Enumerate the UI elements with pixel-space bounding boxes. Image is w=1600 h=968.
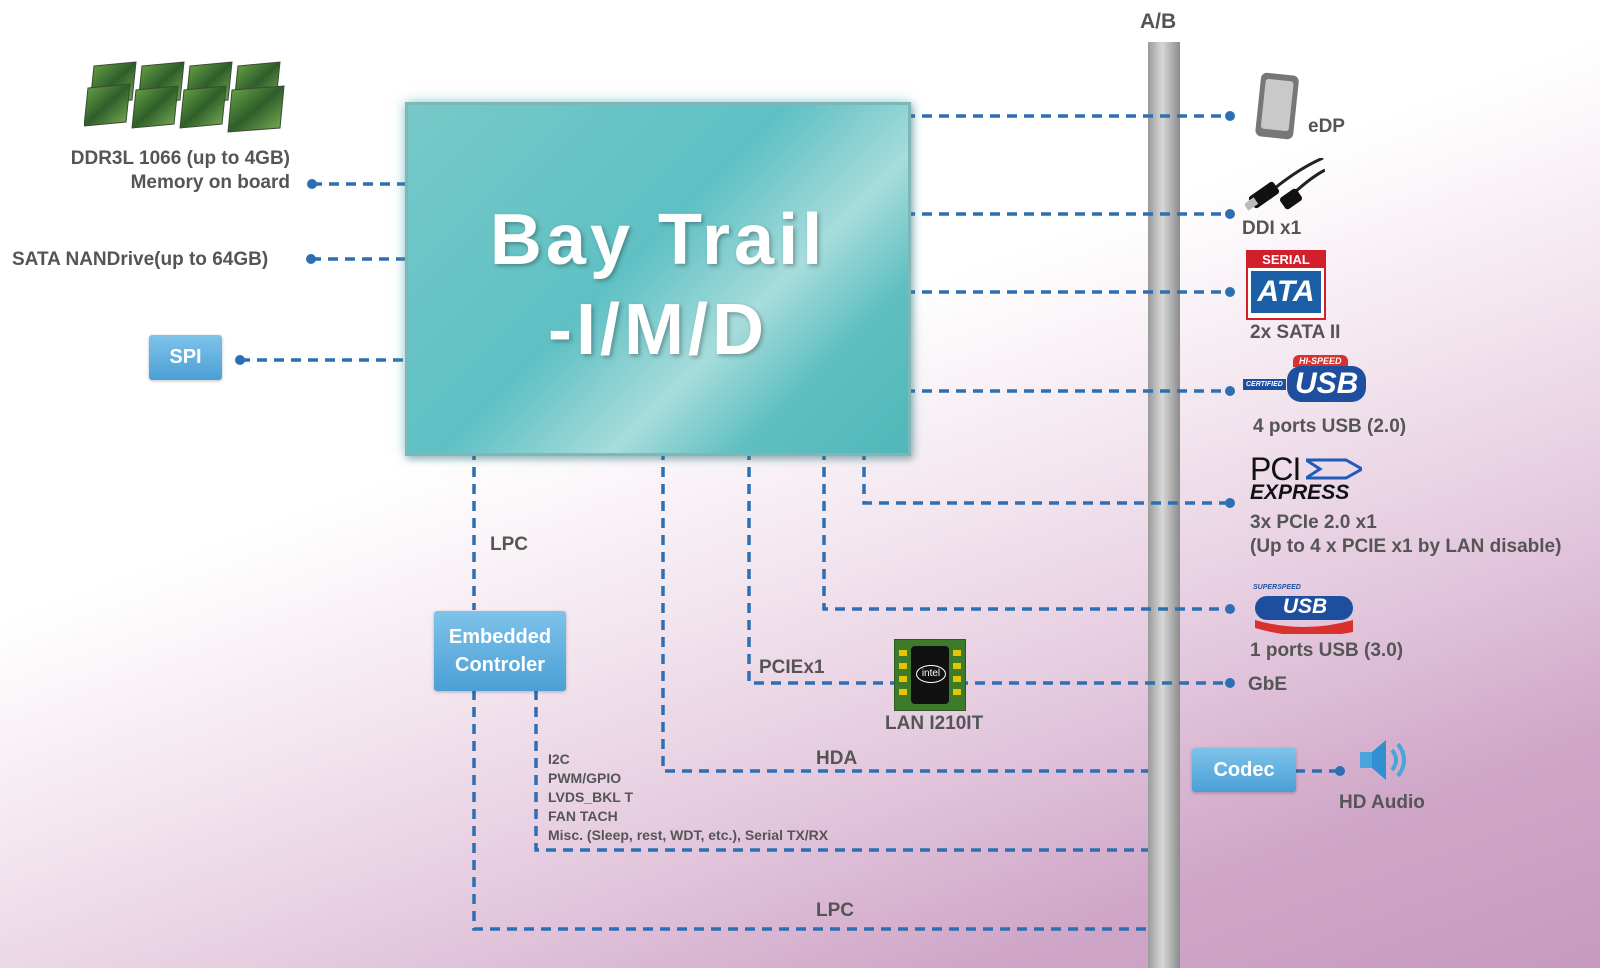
hd-audio-label: HD Audio: [1339, 792, 1425, 813]
intel-chip-logo: intel: [916, 665, 946, 683]
dot-usb2: [1225, 386, 1235, 396]
line-ec-signals: [534, 690, 1148, 852]
ec-signal-list: I2C PWM/GPIO LVDS_BKL T FAN TACH Misc. (…: [548, 750, 828, 845]
ab-bus-bar: [1148, 42, 1180, 968]
ec-signal-item: Misc. (Sleep, rest, WDT, etc.), Serial T…: [548, 827, 829, 843]
line-pcie: [862, 450, 1230, 505]
ddi-label: DDI x1: [1242, 218, 1302, 239]
pcie-arrow-icon: [1306, 458, 1362, 480]
usb3-logo-main: USB: [1282, 595, 1328, 618]
embedded-controller-box: Embedded Controler: [434, 611, 566, 691]
line-usb3: [822, 450, 1230, 611]
dot-hd-audio: [1335, 766, 1345, 776]
usb2-logo-small: CERTIFIED: [1243, 379, 1286, 390]
gbe-label: GbE: [1248, 674, 1288, 695]
usb-cable-icon: [1245, 158, 1325, 211]
lan-label: LAN I210IT: [885, 713, 984, 734]
dot-memory: [307, 179, 317, 189]
dot-sata: [1225, 287, 1235, 297]
pci-express-logo-icon: PCI EXPRESS: [1250, 451, 1380, 504]
dot-ddi: [1225, 209, 1235, 219]
ec-signal-item: PWM/GPIO: [548, 770, 622, 786]
embedded-controller-label: Embedded Controler: [448, 626, 552, 676]
lpc-top-label: LPC: [490, 534, 528, 555]
pcie-label-line1: 3x PCIe 2.0 x1: [1250, 512, 1377, 533]
line-hda: [661, 450, 1148, 773]
usb2-logo-main: USB: [1287, 366, 1367, 402]
ec-signal-item: FAN TACH: [548, 808, 618, 824]
speaker-icon: [1360, 740, 1406, 780]
usb-superspeed-logo-icon: SUPERSPEED USB: [1253, 584, 1357, 636]
intel-chip-icon: intel: [894, 639, 966, 711]
hda-label: HDA: [816, 748, 858, 769]
sata-logo-top: SERIAL: [1248, 252, 1324, 268]
edp-label: eDP: [1308, 116, 1345, 137]
usb-hi-speed-logo-icon: HI-SPEED CERTIFIED USB: [1243, 355, 1367, 409]
bay-trail-soc: Bay Trail -I/M/D: [405, 102, 911, 456]
sata-nand-label: SATA NANDrive(up to 64GB): [12, 249, 269, 270]
memory-modules-icon: [84, 61, 285, 133]
dot-gbe: [1225, 678, 1235, 688]
line-lpc-bottom: [472, 690, 1148, 931]
dot-spi: [235, 355, 245, 365]
sata-logo-main: ATA: [1251, 271, 1321, 313]
ec-signal-item: I2C: [548, 751, 570, 767]
ec-signal-item: LVDS_BKL T: [548, 789, 634, 805]
pcie-logo-bottom: EXPRESS: [1250, 481, 1350, 504]
usb3-swoosh-icon: [1255, 596, 1353, 634]
memory-label-line2: Memory on board: [130, 172, 290, 193]
lpc-bottom-label: LPC: [816, 900, 854, 921]
dot-usb3: [1225, 604, 1235, 614]
usb3-label: 1 ports USB (3.0): [1250, 640, 1404, 661]
dot-sata-nand: [306, 254, 316, 264]
pciex1-label: PCIEx1: [759, 657, 825, 678]
usb3-logo-top: SUPERSPEED: [1253, 584, 1301, 591]
line-pciex1: [747, 450, 1230, 685]
usb2-label: 4 ports USB (2.0): [1253, 416, 1407, 437]
sata-label: 2x SATA II: [1250, 322, 1341, 343]
usb2-logo-badge: HI-SPEED: [1293, 355, 1348, 367]
sata-logo-icon: SERIAL ATA: [1246, 250, 1326, 320]
dot-edp: [1225, 111, 1235, 121]
bus-label: A/B: [1140, 10, 1177, 33]
dot-pcie: [1225, 498, 1235, 508]
soc-title: Bay Trail -I/M/D: [489, 200, 827, 370]
pcie-label-line2: (Up to 4 x PCIE x1 by LAN disable): [1250, 536, 1562, 557]
spi-box: SPI: [149, 335, 222, 380]
codec-box: Codec: [1192, 748, 1296, 792]
tablet-icon: [1255, 72, 1299, 140]
memory-label-line1: DDR3L 1066 (up to 4GB): [70, 148, 290, 169]
pcie-logo-top: PCI: [1250, 451, 1301, 487]
